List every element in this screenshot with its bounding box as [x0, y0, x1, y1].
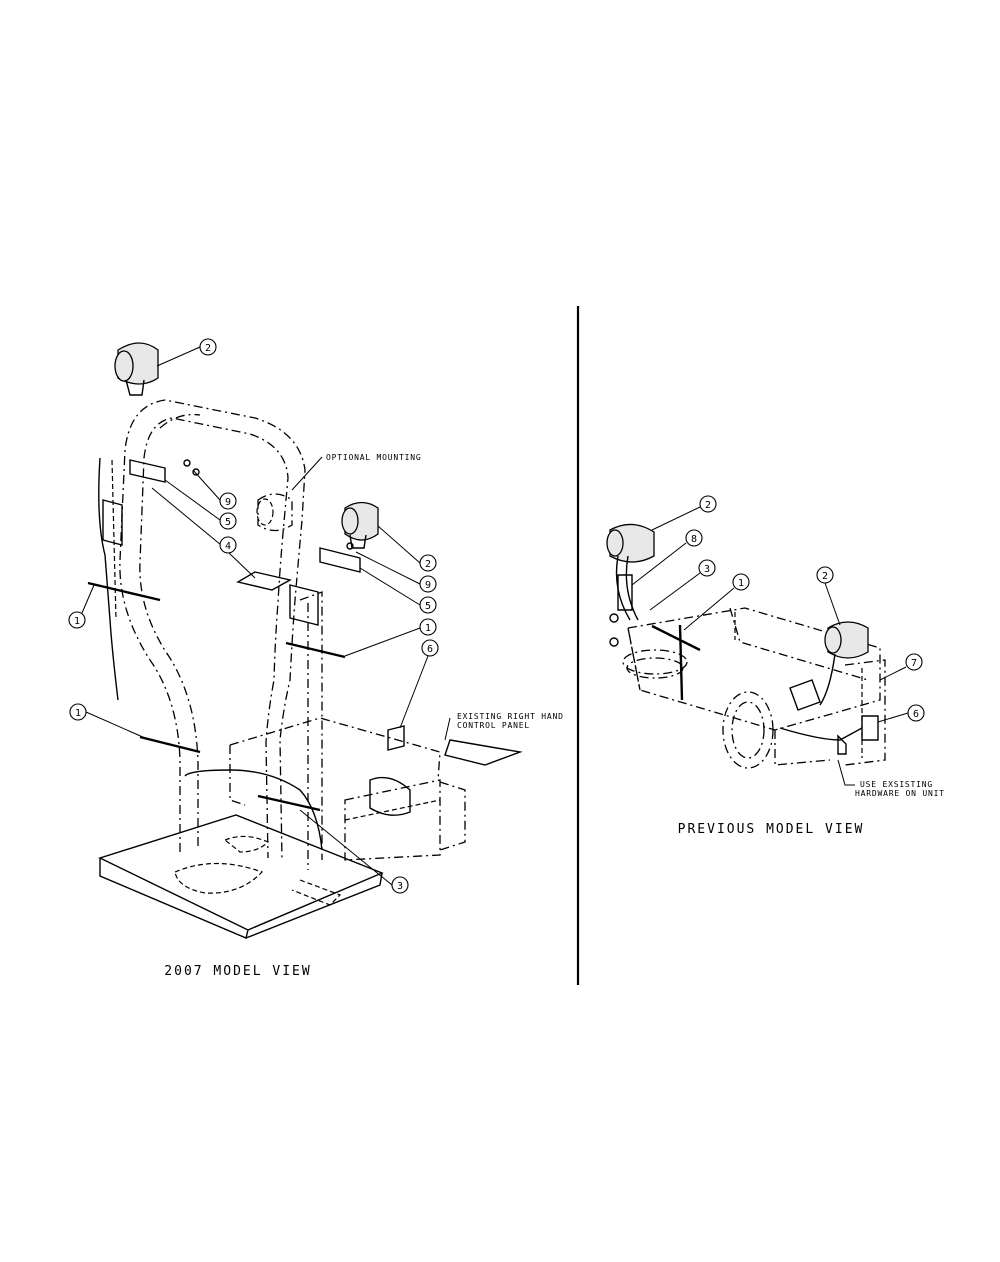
callout-1-right: 1 — [425, 623, 431, 634]
optional-mount-lamp — [256, 493, 293, 532]
prev-callout-3: 3 — [704, 564, 710, 575]
work-lamp-left — [114, 342, 159, 396]
work-lamp-right — [341, 501, 379, 549]
right-notes: USE EXSISTING HARDWARE ON UNIT — [837, 759, 945, 798]
prev-callout-8: 8 — [691, 534, 697, 545]
note-hardware-1: USE EXSISTING — [860, 780, 933, 789]
base-plate — [98, 814, 384, 939]
note-existing-panel-2: CONTROL PANEL — [457, 721, 530, 730]
callout-2-top: 2 — [205, 343, 211, 354]
prev-callout-6: 6 — [913, 709, 919, 720]
control-panel-assembly — [229, 717, 523, 861]
right-callouts: 2 8 3 1 2 7 6 — [631, 495, 925, 723]
right-view-title: PREVIOUS MODEL VIEW — [678, 822, 865, 837]
previous-lamp-left — [606, 523, 655, 621]
right-view-drawing — [606, 523, 886, 769]
previous-harness — [609, 613, 879, 755]
prev-callout-2-left: 2 — [705, 500, 711, 511]
previous-lamp-right — [819, 621, 869, 706]
callout-9-upper: 9 — [225, 497, 231, 508]
left-view-title: 2007 MODEL VIEW — [164, 964, 311, 979]
previous-coil — [622, 649, 774, 769]
callout-2-right: 2 — [425, 559, 431, 570]
callout-4: 4 — [225, 541, 231, 552]
callout-6: 6 — [427, 644, 433, 655]
note-hardware-2: HARDWARE ON UNIT — [855, 789, 945, 798]
prev-callout-1: 1 — [738, 578, 744, 589]
prev-callout-2-right: 2 — [822, 571, 828, 582]
callout-5-lower: 5 — [425, 601, 431, 612]
previous-frame — [627, 607, 886, 766]
note-optional-mounting: OPTIONAL MOUNTING — [326, 453, 421, 462]
mount-brackets — [102, 459, 361, 626]
left-callouts: 2 9 5 4 2 9 5 1 1 6 1 3 — [68, 338, 439, 894]
callout-3: 3 — [397, 881, 403, 892]
left-notes: OPTIONAL MOUNTING EXISTING RIGHT HAND CO… — [291, 453, 564, 741]
rops-frame — [98, 399, 323, 870]
left-view-drawing — [87, 342, 523, 939]
callout-5-upper: 5 — [225, 517, 231, 528]
note-existing-panel-1: EXISTING RIGHT HAND — [457, 712, 564, 721]
prev-callout-7: 7 — [911, 658, 917, 669]
callout-1-lower: 1 — [75, 708, 81, 719]
callout-9-lower: 9 — [425, 580, 431, 591]
callout-1-left: 1 — [74, 616, 80, 627]
wire-harness — [87, 581, 346, 851]
